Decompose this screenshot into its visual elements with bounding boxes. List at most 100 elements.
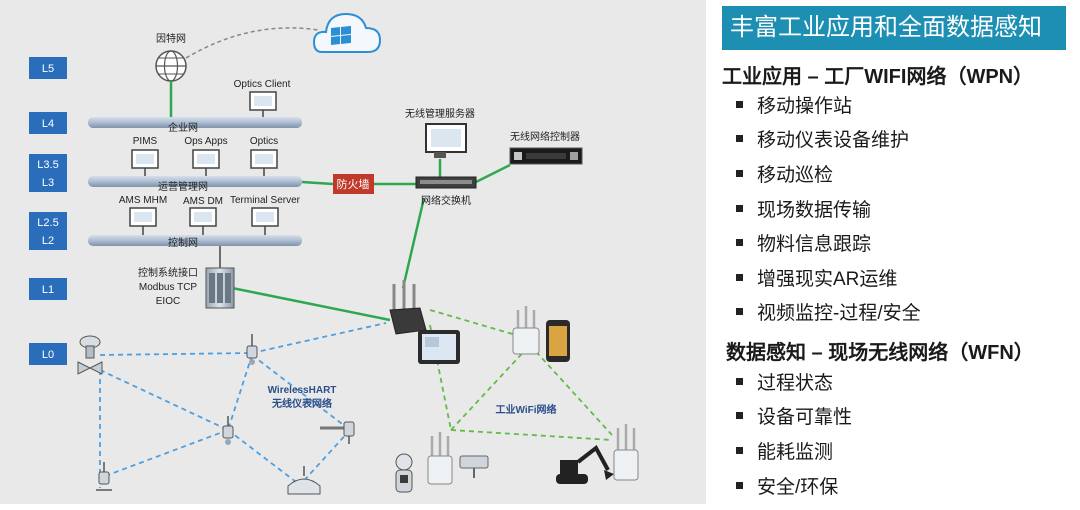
wfn-bullet-list: 过程状态 设备可靠性 能耗监测 安全/环保 xyxy=(736,364,852,502)
wirelesshart-label-line2: 无线仪表网络 xyxy=(271,397,332,410)
controller-appliance-icon xyxy=(509,147,583,165)
server-monitor-icon xyxy=(425,123,467,158)
operations-network-bus: 运营管理网 xyxy=(88,176,302,193)
section-title-wfn: 数据感知 – 现场无线网络（WFN） xyxy=(726,342,1034,364)
bullet-square-icon xyxy=(736,412,743,420)
bullet-square-icon xyxy=(736,377,743,385)
network-architecture-diagram: L5 L4 L3.5 L3 L2.5 L2 L1 L0 因特网 xyxy=(0,0,706,504)
list-item-label: 移动仪表设备维护 xyxy=(757,130,910,152)
wireless-transmitter-icon xyxy=(320,421,355,444)
cloud-icon xyxy=(312,12,382,53)
ops-app-label-opsapps: Ops Apps xyxy=(184,136,227,147)
list-item: 设备可靠性 xyxy=(736,399,852,434)
ops-to-firewall-link xyxy=(301,180,334,186)
tablet-icon xyxy=(418,330,460,364)
ctrl-app-label-amsdm: AMS DM xyxy=(183,196,223,207)
wifi-access-point-icon xyxy=(427,432,453,485)
wifi-network-label: 工业WiFi网络 xyxy=(495,403,556,416)
switch-to-controller-link xyxy=(475,163,511,184)
level-label-l35: L3.5 xyxy=(37,159,58,171)
list-item: 物料信息跟踪 xyxy=(736,225,921,260)
bullet-square-icon xyxy=(736,239,743,247)
level-label-l4: L4 xyxy=(42,118,54,130)
list-item: 现场数据传输 xyxy=(736,191,921,226)
monitor-icon xyxy=(250,149,278,176)
bullet-square-icon xyxy=(736,169,743,177)
list-item-label: 安全/环保 xyxy=(757,476,839,498)
wpn-bullet-list: 移动操作站 移动仪表设备维护 移动巡检 现场数据传输 物料信息跟踪 增强现实AR… xyxy=(736,87,921,329)
section-title-wpn: 工业应用 – 工厂WIFI网络（WPN） xyxy=(722,66,1034,88)
ops-app-label-pims: PIMS xyxy=(133,136,158,147)
control-network-bus: 控制网 xyxy=(88,235,302,249)
enterprise-net-label: 企业网 xyxy=(168,121,198,134)
list-item-label: 过程状态 xyxy=(757,372,834,394)
list-item: 视频监控-过程/安全 xyxy=(736,295,921,330)
network-switch-icon xyxy=(415,176,477,189)
ops-net-label: 运营管理网 xyxy=(158,180,208,193)
worker-icon xyxy=(395,453,413,493)
control-net-label: 控制网 xyxy=(168,236,198,249)
interface-label-line1: 控制系统接口 xyxy=(138,266,198,279)
list-item-label: 物料信息跟踪 xyxy=(757,234,872,256)
level-label-l2: L2 xyxy=(42,235,54,247)
list-item-label: 能耗监测 xyxy=(757,441,834,463)
monitor-icon xyxy=(251,207,279,235)
bullet-square-icon xyxy=(736,308,743,316)
level-label-l5: L5 xyxy=(42,63,54,75)
list-item-label: 移动巡检 xyxy=(757,164,834,186)
level-label-l0: L0 xyxy=(42,349,54,361)
internet-label: 因特网 xyxy=(156,33,186,45)
bullet-square-icon xyxy=(736,135,743,143)
level-label-l3: L3 xyxy=(42,177,54,189)
cloud-link xyxy=(185,27,319,59)
list-item-label: 现场数据传输 xyxy=(757,199,872,221)
interface-to-gateway-link xyxy=(231,286,391,322)
wireless-server-label: 无线管理服务器 xyxy=(405,107,475,120)
level-boxes: L5 L4 L3.5 L3 L2.5 L2 L1 L0 xyxy=(29,57,67,365)
wireless-controller-label: 无线网络控制器 xyxy=(510,130,580,143)
monitor-icon xyxy=(131,149,159,176)
list-item: 移动巡检 xyxy=(736,156,921,191)
list-item-label: 视频监控-过程/安全 xyxy=(757,303,921,325)
list-item: 增强现实AR运维 xyxy=(736,260,921,295)
wifi-mesh-links xyxy=(429,309,613,441)
optics-client-label: Optics Client xyxy=(234,79,291,90)
list-item-label: 移动操作站 xyxy=(757,95,853,117)
wirelesshart-label-line1: WirelessHART xyxy=(268,385,337,396)
excavator-icon xyxy=(556,444,614,484)
list-item: 移动仪表设备维护 xyxy=(736,122,921,157)
tank-icon xyxy=(287,466,321,495)
wireless-gateway-icon xyxy=(389,280,427,335)
wireless-transmitter-icon xyxy=(222,416,234,445)
interface-label-line2: Modbus TCP xyxy=(139,282,198,293)
wireless-transmitter-icon xyxy=(96,462,112,491)
wifi-access-point-icon xyxy=(613,424,639,481)
monitor-icon xyxy=(249,91,277,117)
list-item-label: 设备可靠性 xyxy=(757,407,853,429)
list-item: 安全/环保 xyxy=(736,468,852,503)
switch-to-ap-link xyxy=(401,197,426,289)
ctrl-app-label-amsmhm: AMS MHM xyxy=(119,195,167,206)
enterprise-network-bus: 企业网 xyxy=(88,117,302,134)
switch-label: 网络交换机 xyxy=(421,194,471,207)
list-item: 移动操作站 xyxy=(736,87,921,122)
ops-app-label-optics: Optics xyxy=(250,136,278,147)
diagram-background xyxy=(0,0,706,504)
ctrl-app-label-terminal: Terminal Server xyxy=(230,195,301,206)
smartphone-icon xyxy=(546,320,570,362)
firewall-label: 防火墙 xyxy=(337,177,370,191)
globe-icon xyxy=(155,50,187,82)
monitor-icon xyxy=(192,149,220,176)
bullet-square-icon xyxy=(736,100,743,108)
level-label-l25: L2.5 xyxy=(37,217,58,229)
monitor-icon xyxy=(189,207,217,235)
control-cabinet-icon xyxy=(205,267,235,309)
wifi-access-point-icon xyxy=(512,306,540,355)
bullet-square-icon xyxy=(736,204,743,212)
bullet-square-icon xyxy=(736,481,743,489)
monitor-icon xyxy=(129,207,157,235)
firewall-box: 防火墙 xyxy=(333,174,374,194)
wireless-transmitter-icon xyxy=(246,334,258,365)
panel-title: 丰富工业应用和全面数据感知 xyxy=(722,6,1066,50)
camera-icon xyxy=(459,455,489,478)
